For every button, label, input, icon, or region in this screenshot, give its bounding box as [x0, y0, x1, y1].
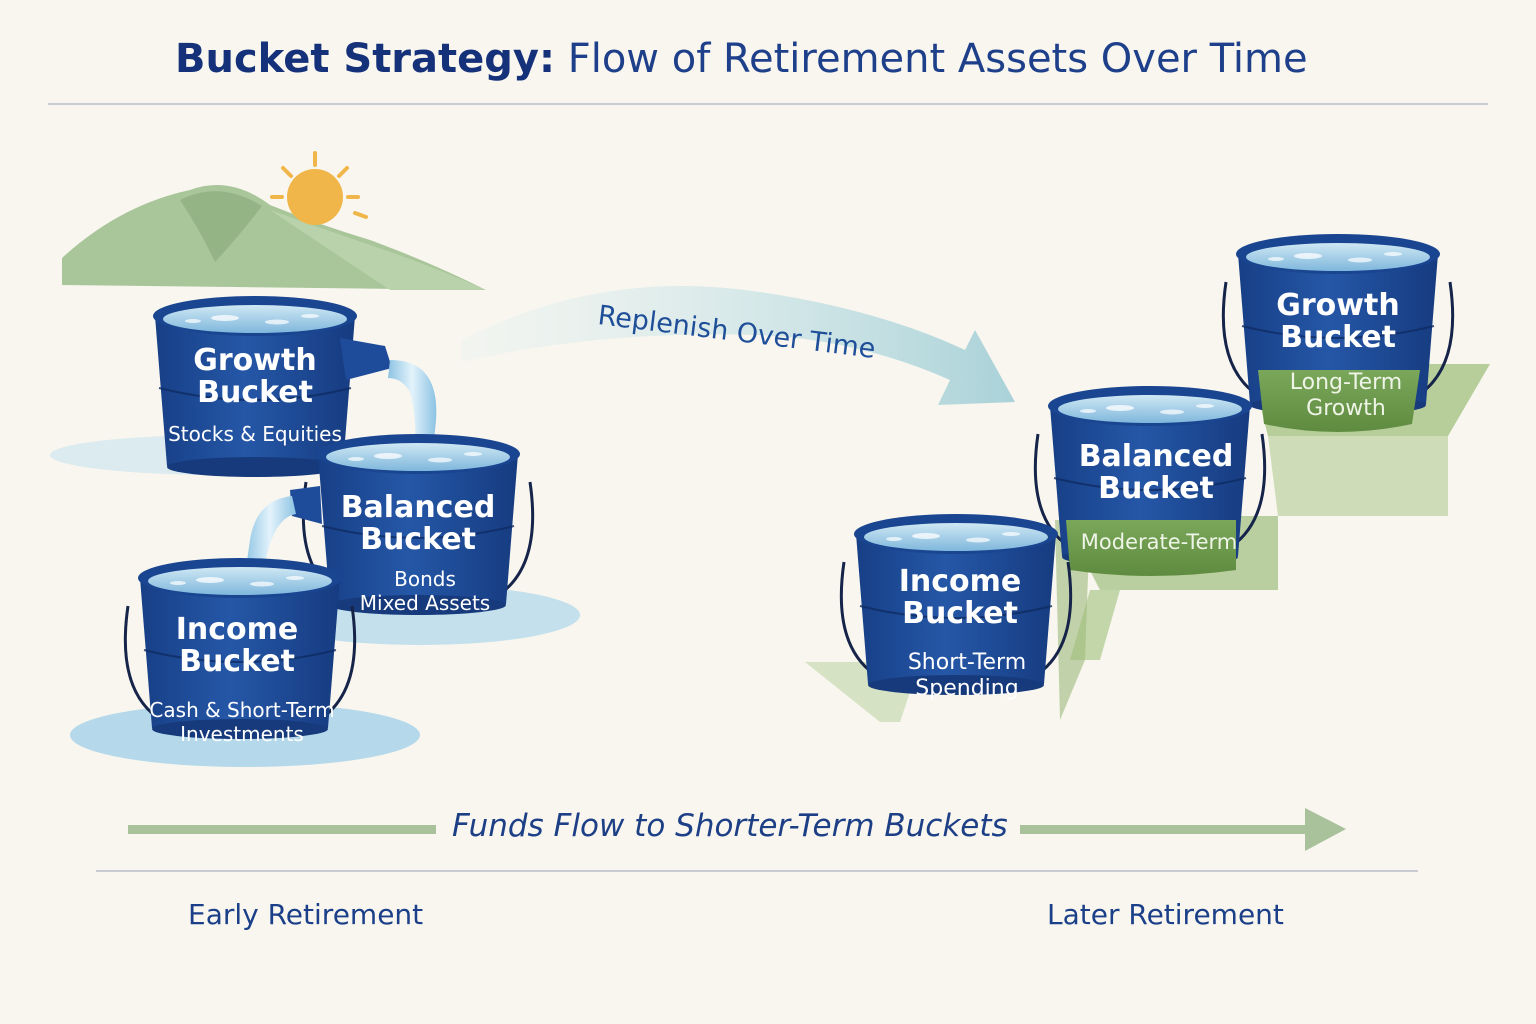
page-title: Bucket Strategy: Flow of Retirement Asse…	[175, 36, 1308, 82]
growth-spout	[340, 338, 392, 380]
long-term-band	[1258, 370, 1420, 432]
later-balanced-subtitle: Moderate-Term	[1080, 530, 1238, 554]
later-retirement-label: Later Retirement	[1047, 898, 1284, 931]
funds-flow-line-left	[128, 825, 436, 834]
landscape-icon	[62, 185, 486, 290]
sun-icon	[270, 151, 368, 225]
early-retirement-label: Early Retirement	[188, 898, 424, 931]
balanced-spout	[290, 486, 322, 524]
title-divider	[48, 103, 1488, 105]
funds-flow-arrowhead	[1305, 808, 1346, 851]
funds-flow-line-right	[1020, 825, 1310, 834]
title-rest: Flow of Retirement Assets Over Time	[554, 36, 1308, 82]
timeline-divider	[96, 870, 1418, 872]
early-growth-subtitle: Stocks & Equities	[168, 422, 342, 446]
funds-flow-label: Funds Flow to Shorter-Term Buckets	[452, 808, 1008, 844]
replenish-arrow	[462, 286, 1015, 405]
moderate-term-band	[1066, 520, 1236, 576]
title-strong: Bucket Strategy:	[175, 36, 555, 82]
